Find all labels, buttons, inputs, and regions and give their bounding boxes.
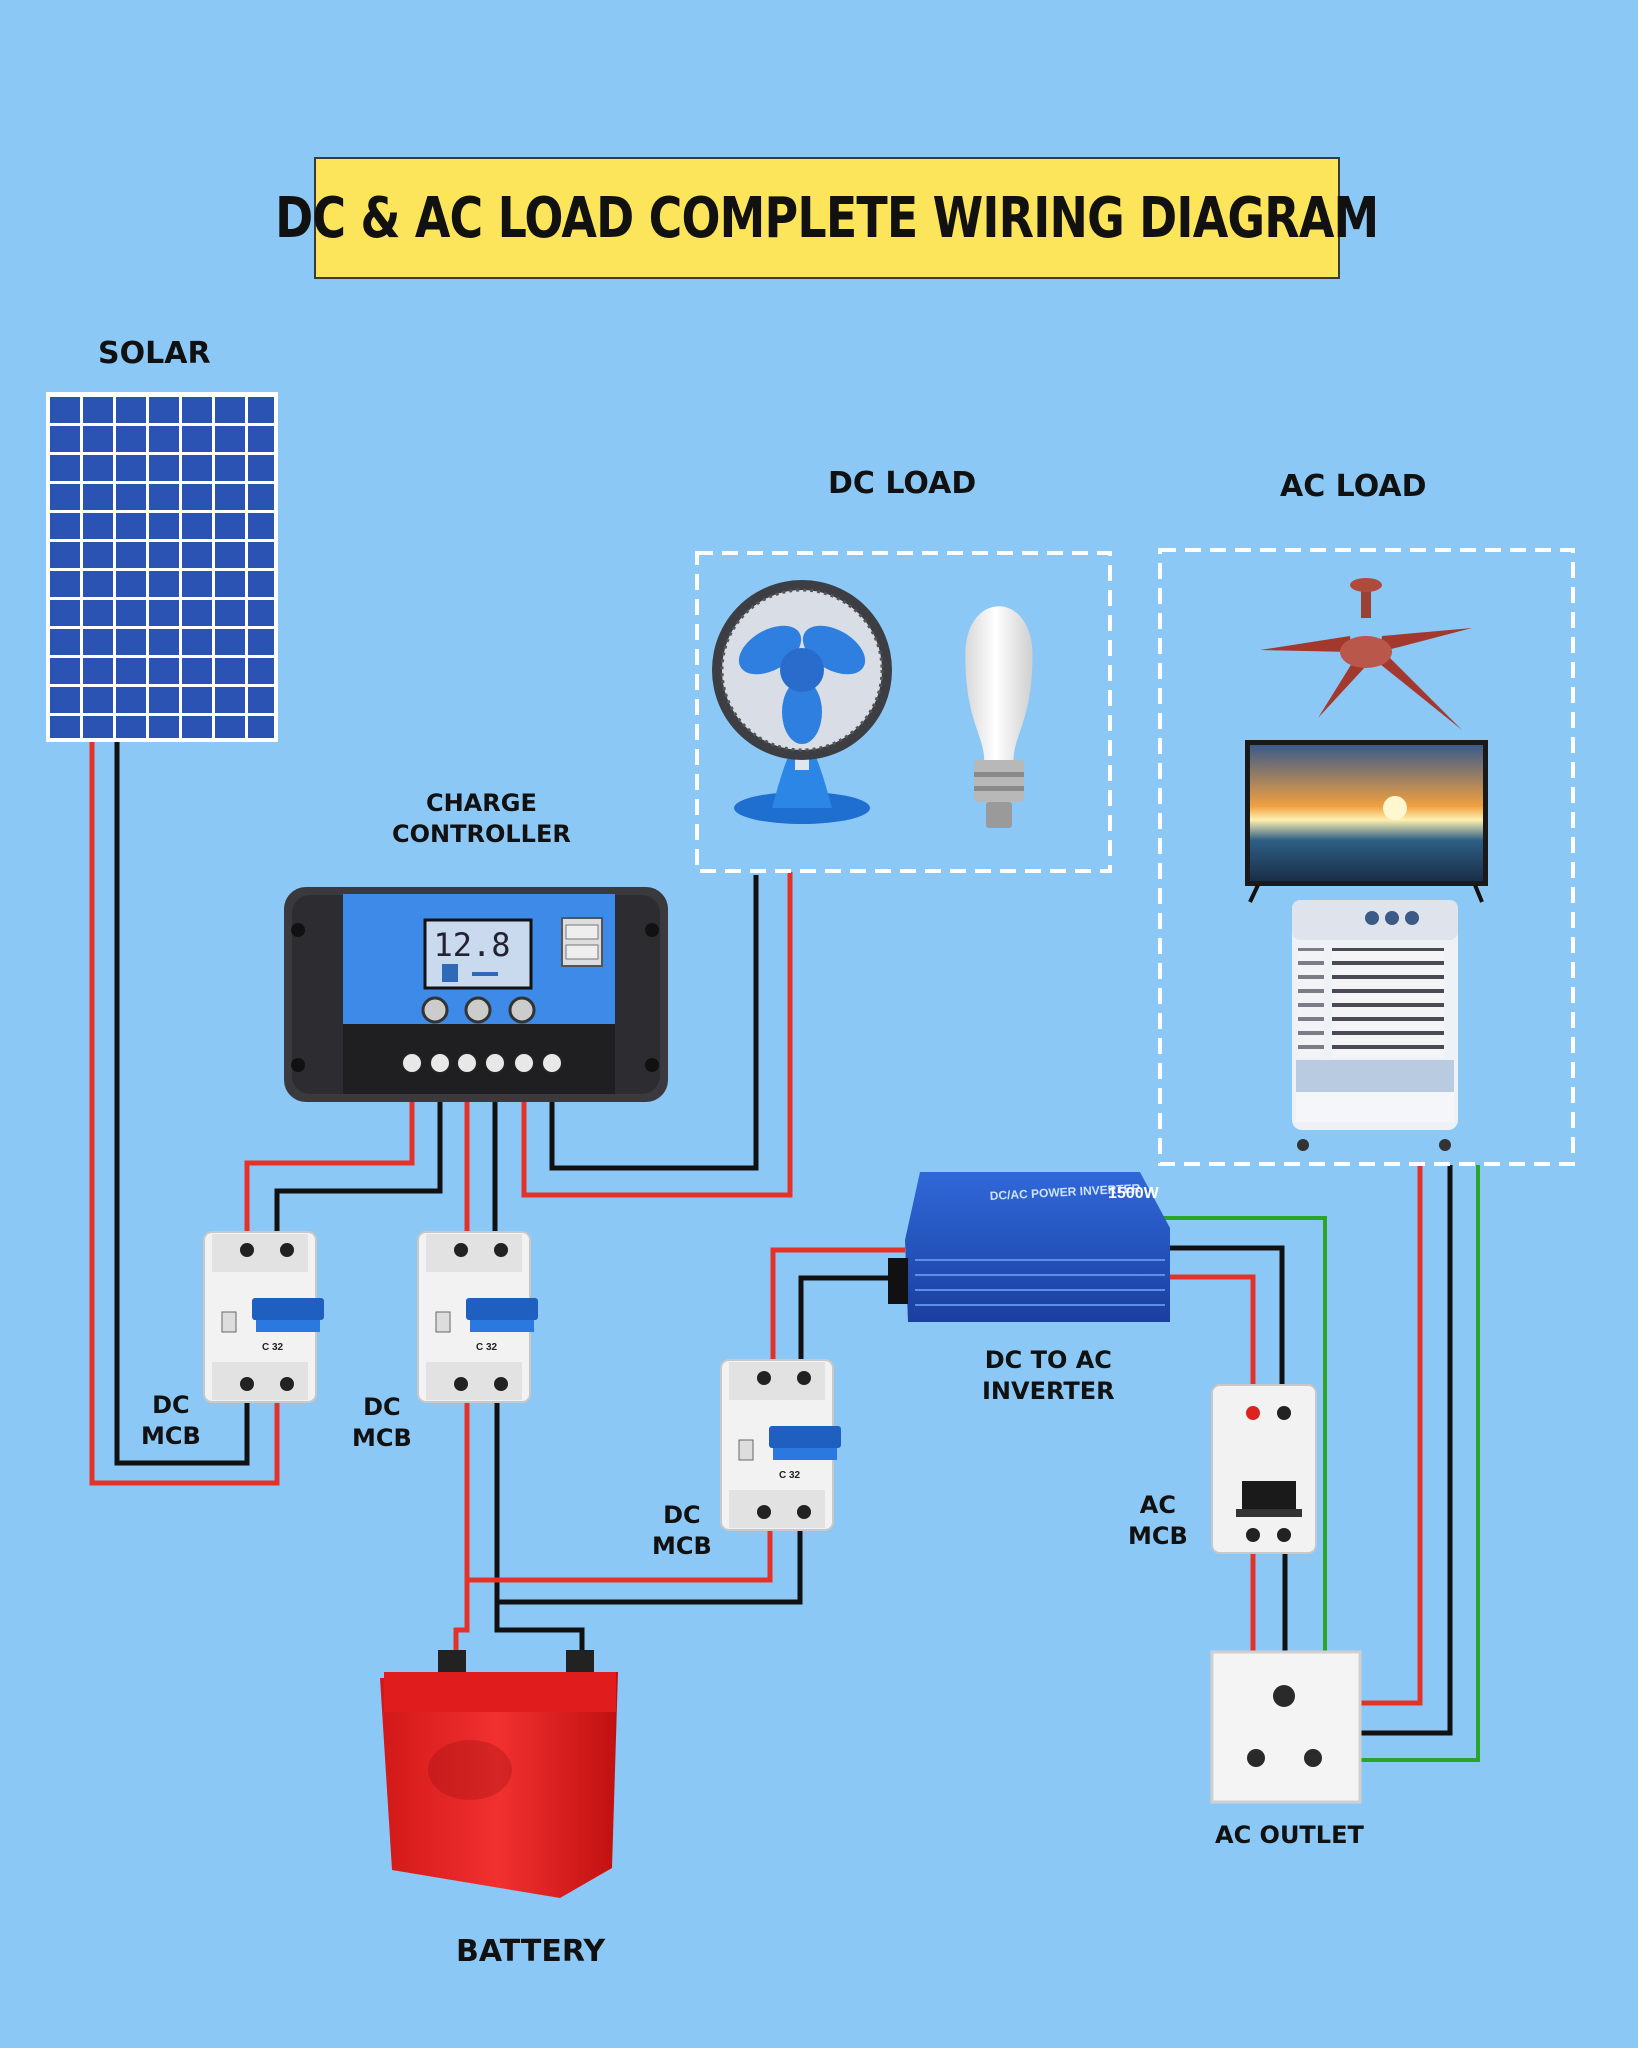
ac-outlet-icon xyxy=(1210,1650,1362,1804)
inverter-label: DC TO AC INVERTER xyxy=(982,1346,1115,1406)
wire-mcb2-battery-positive xyxy=(453,1390,470,1665)
wire-mcb3-inverter-negative xyxy=(798,1275,905,1370)
dc-mcb-3-label: DC MCB xyxy=(652,1501,712,1561)
wire-solar-positive xyxy=(89,740,280,1486)
inverter-icon: DC/AC POWER INVERTER 1500W xyxy=(888,1172,1170,1322)
wire-mcb1-pv-positive xyxy=(244,1063,415,1242)
solar-label: SOLAR xyxy=(98,336,211,371)
dc-mcb-3-icon: C 32 xyxy=(720,1359,841,1531)
charge-controller-icon: 12.8 xyxy=(284,887,668,1102)
wire-inverter-outlet-earth xyxy=(1160,1216,1327,1652)
ac-outlet-label: AC OUTLET xyxy=(1215,1821,1364,1849)
ac-mcb-icon xyxy=(1211,1384,1317,1554)
wire-outlet-acload-earth xyxy=(1360,1165,1480,1762)
dc-load-box xyxy=(695,551,1112,873)
wire-inverter-acmcb-live xyxy=(1168,1274,1256,1418)
wire-battery-mcb3-negative xyxy=(497,1510,803,1605)
title-banner: DC & AC LOAD COMPLETE WIRING DIAGRAM xyxy=(275,157,1379,279)
ceiling-fan-icon xyxy=(1260,578,1472,730)
television-icon xyxy=(1245,740,1488,903)
wire-dcload-negative xyxy=(549,875,759,1171)
dc-mcb-2-icon: C 32 xyxy=(417,1231,538,1403)
page-title: DC & AC LOAD COMPLETE WIRING DIAGRAM xyxy=(275,185,1379,251)
inverter-rating-text: 1500W xyxy=(1108,1185,1160,1202)
charge-controller-label: CHARGE CONTROLLER xyxy=(392,789,571,849)
ac-mcb-label: AC MCB xyxy=(1128,1491,1188,1551)
wire-outlet-acload-live xyxy=(1360,1165,1423,1706)
wire-mcb1-pv-negative xyxy=(274,1063,443,1242)
wire-dcload-positive xyxy=(521,872,793,1198)
dc-mcb-1-icon: C 32 xyxy=(203,1231,324,1403)
dc-mcb-1-label: DC MCB xyxy=(141,1391,201,1451)
wire-solar-negative xyxy=(114,740,250,1466)
ac-load-box xyxy=(1158,548,1575,1166)
solar-panel-icon xyxy=(46,392,278,742)
mcb-rating-text: C 32 xyxy=(262,1342,284,1353)
air-cooler-icon xyxy=(1292,900,1458,1151)
wire-mcb3-inverter-positive xyxy=(770,1247,905,1370)
battery-icon xyxy=(380,1650,618,1898)
mcb-rating-text: C 32 xyxy=(779,1470,801,1481)
wire-inverter-acmcb-neutral xyxy=(1168,1245,1285,1418)
wire-battery-mcb3-positive xyxy=(467,1510,773,1583)
dc-bulb-icon xyxy=(965,606,1033,828)
ac-load-label: AC LOAD xyxy=(1280,469,1427,504)
controller-display-readout: 12.8 xyxy=(433,926,510,964)
dc-fan-icon xyxy=(712,580,892,824)
dc-mcb-2-label: DC MCB xyxy=(352,1393,412,1453)
wire-outlet-acload-neutral xyxy=(1360,1165,1453,1736)
wire-mcb2-battery-negative xyxy=(494,1390,585,1665)
mcb-rating-text: C 32 xyxy=(476,1342,498,1353)
battery-label: BATTERY xyxy=(456,1934,606,1969)
dc-load-label: DC LOAD xyxy=(828,466,977,501)
